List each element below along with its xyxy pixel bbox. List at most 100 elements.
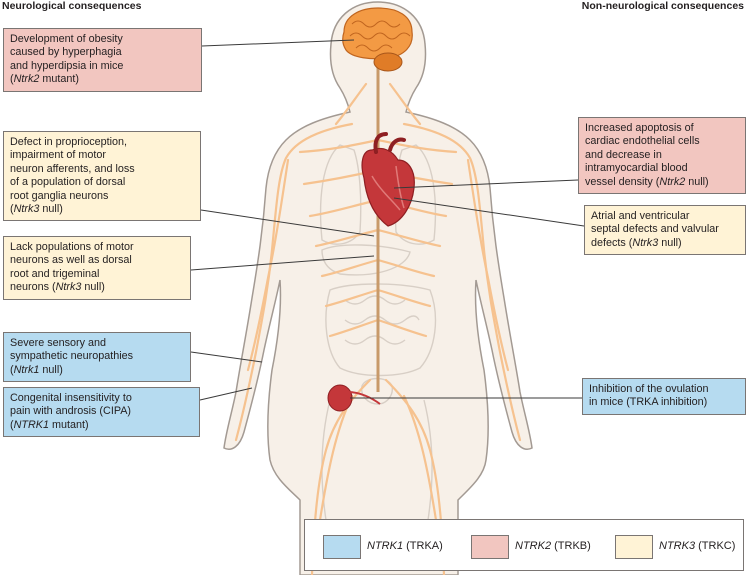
box-text: defects (: [591, 236, 633, 249]
box-line: neurons as well as dorsal: [10, 254, 184, 267]
box-text: intramyocardial blood: [585, 162, 688, 175]
ovary-shape: [327, 384, 353, 412]
legend-protein: (TRKB): [551, 540, 591, 552]
box-line: Defect in proprioception,: [10, 136, 194, 149]
box-line: Congenital insensitivity to: [10, 392, 193, 405]
box-text: and hyperdipsia in mice: [10, 59, 124, 72]
box-text: of a population of dorsal: [10, 176, 126, 189]
box-line: sympathetic neuropathies: [10, 350, 184, 363]
legend-protein: (TRKC): [695, 540, 736, 552]
box-text: Development of obesity: [10, 33, 123, 45]
nerve-arm-left-2: [246, 158, 290, 372]
box-line: Development of obesity: [10, 33, 195, 46]
box-text: cardiac endothelial cells: [585, 135, 700, 148]
leader-lines: [190, 39, 585, 401]
non-neurological-header: Non-neurological consequences: [581, 0, 744, 12]
box-line: vessel density (Ntrk2 null): [585, 176, 739, 189]
leader-motor-neurons: [190, 255, 375, 271]
box-text: null): [39, 363, 63, 376]
box-line: Atrial and ventricular: [591, 210, 739, 223]
neurological-header: Neurological consequences: [2, 0, 142, 12]
legend-gene: NTRK3: [659, 540, 696, 552]
box-text: root ganglia neurons: [10, 189, 109, 202]
box-text: (: [10, 203, 14, 216]
nerve-arm-left: [234, 122, 354, 442]
box-text: (: [10, 418, 14, 431]
box-text: null): [81, 281, 105, 294]
box-line: in mice (TRKA inhibition): [589, 396, 739, 409]
box-text: root and trigeminal: [10, 267, 100, 280]
box-line: intramyocardial blood: [585, 162, 739, 175]
box-line: (NTRK1 mutant): [10, 419, 193, 432]
box-line: Inhibition of the ovulation: [589, 383, 739, 396]
box-line: impairment of motor: [10, 149, 194, 162]
leader-neuropathies: [190, 351, 263, 363]
box-line: neurons (Ntrk3 null): [10, 281, 184, 294]
box-text: septal defects and valvular: [591, 223, 719, 236]
leader-septal: [393, 197, 585, 227]
liver: [321, 244, 411, 276]
gene-name: Ntrk3: [55, 281, 82, 294]
box-line: pain with androsis (CIPA): [10, 405, 193, 418]
gene-name: Ntrk3: [13, 203, 40, 216]
leader-proprioception: [200, 209, 375, 237]
box-text: Increased apoptosis of: [585, 122, 694, 134]
aorta: [373, 132, 406, 154]
legend-swatch: [323, 535, 361, 559]
legend-swatch: [471, 535, 509, 559]
box-text: null): [658, 236, 682, 249]
gene-name: Ntrk2: [659, 175, 686, 188]
box-line: of a population of dorsal: [10, 176, 194, 189]
legend-label: NTRK3 (TRKC): [659, 540, 735, 552]
legend-gene: NTRK1: [367, 540, 404, 552]
box-line: caused by hyperphagia: [10, 46, 195, 59]
annotation-box-proprioception: Defect in proprioception,impairment of m…: [3, 131, 201, 222]
box-line: and decrease in: [585, 149, 739, 162]
legend-swatch: [615, 535, 653, 559]
box-text: Inhibition of the ovulation: [589, 383, 709, 395]
box-line: Severe sensory and: [10, 337, 184, 350]
box-text: (: [10, 73, 14, 86]
box-line: Increased apoptosis of: [585, 122, 739, 135]
gene-name: NTRK1: [13, 418, 50, 431]
box-text: mutant): [39, 73, 80, 86]
leader-obesity: [201, 39, 355, 47]
legend: NTRK1 (TRKA) NTRK2 (TRKB) NTRK3 (TRKC): [304, 519, 744, 571]
box-line: root ganglia neurons: [10, 190, 194, 203]
box-text: caused by hyperphagia: [10, 46, 122, 59]
legend-gene: NTRK2: [515, 540, 552, 552]
nerve-neck: [334, 82, 422, 126]
box-line: Lack populations of motor: [10, 241, 184, 254]
box-text: in mice (TRKA inhibition): [589, 396, 708, 409]
box-text: Lack populations of motor: [10, 241, 134, 253]
box-line: root and trigeminal: [10, 268, 184, 281]
box-text: Defect in proprioception,: [10, 136, 128, 148]
box-line: and hyperdipsia in mice: [10, 60, 195, 73]
box-text: and decrease in: [585, 148, 662, 161]
legend-label: NTRK1 (TRKA): [367, 540, 443, 552]
box-text: neuron afferents, and loss: [10, 162, 135, 175]
box-text: Atrial and ventricular: [591, 210, 690, 222]
box-line: (Ntrk1 null): [10, 364, 184, 377]
cerebellum: [373, 52, 403, 72]
box-line: neuron afferents, and loss: [10, 163, 194, 176]
brain-folds: [349, 20, 411, 52]
box-text: sympathetic neuropathies: [10, 350, 134, 363]
box-text: vessel density (: [585, 175, 660, 188]
box-text: neurons (: [10, 281, 56, 294]
box-text: Severe sensory and: [10, 337, 107, 349]
box-line: defects (Ntrk3 null): [591, 237, 739, 250]
box-line: (Ntrk2 mutant): [10, 73, 195, 86]
box-line: cardiac endothelial cells: [585, 135, 739, 148]
fallopian-tube: [347, 391, 381, 405]
gene-name: Ntrk3: [632, 236, 659, 249]
heart: [361, 132, 415, 227]
